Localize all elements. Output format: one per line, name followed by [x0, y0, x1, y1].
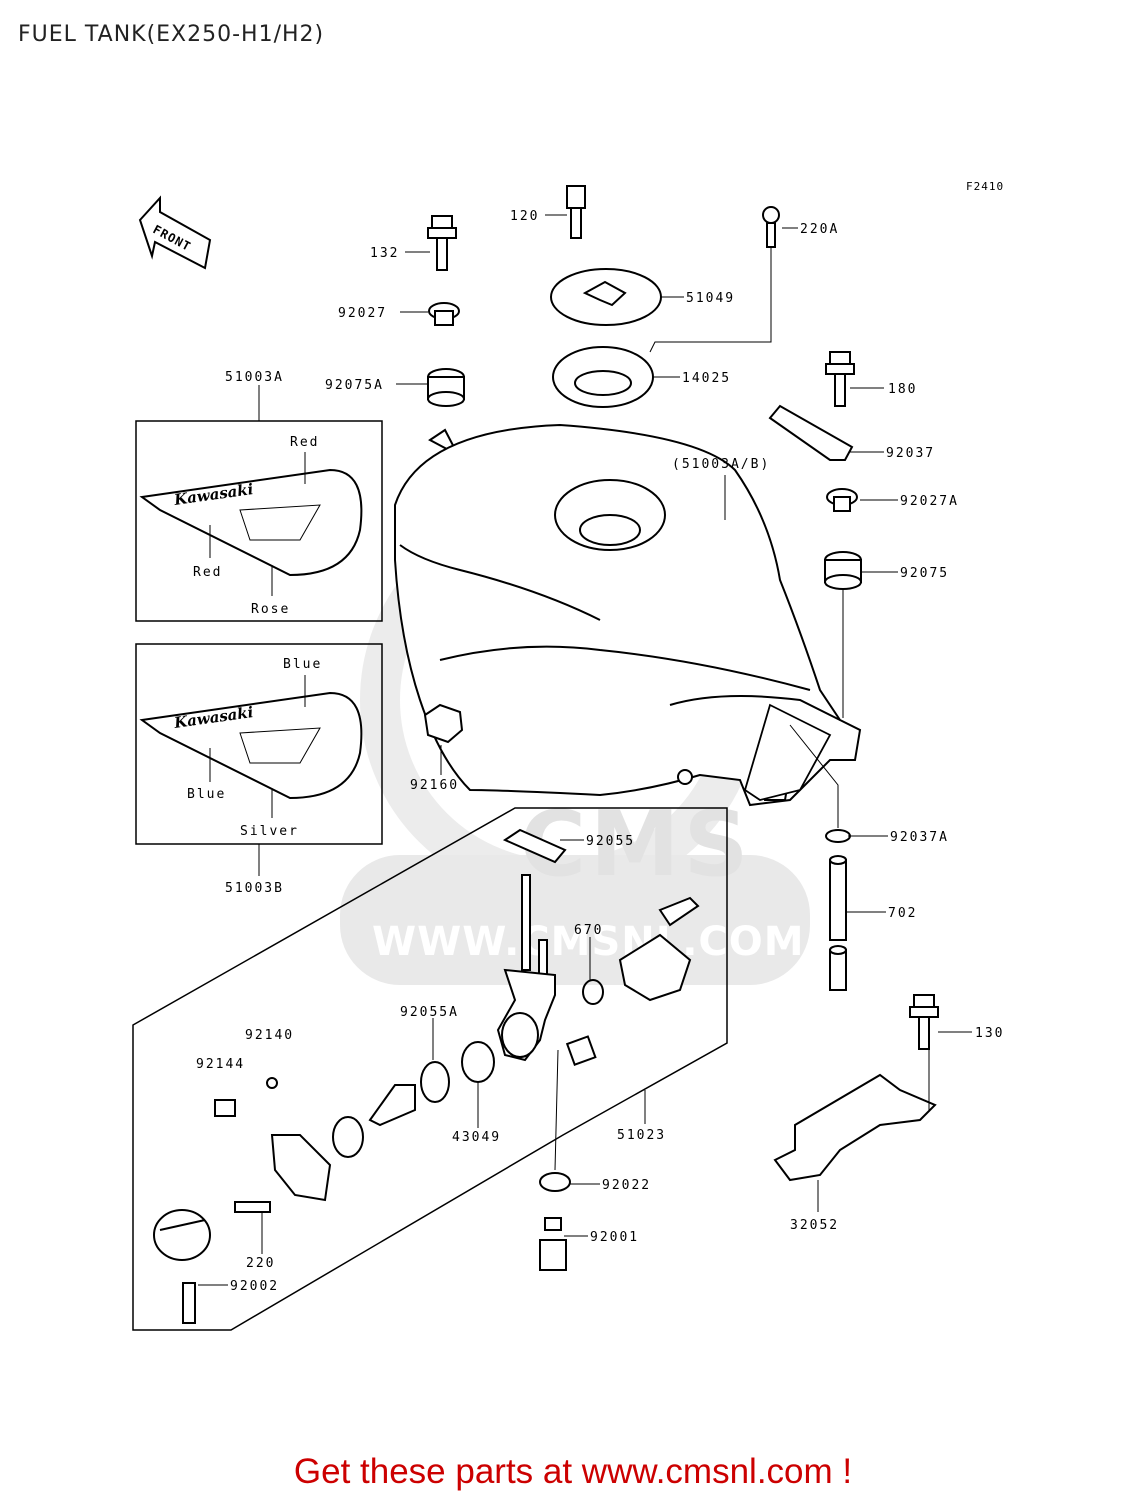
- cta-link[interactable]: Get these parts at www.cmsnl.com !: [293, 1452, 853, 1491]
- bolt-132-icon: [427, 215, 457, 271]
- part-label-51003a: 51003A: [225, 370, 284, 385]
- decal-blue-color-bottom: Silver: [240, 824, 299, 839]
- bolt-180-icon: [825, 351, 855, 407]
- decal-blue-box: Kawasaki Blue Blue Silver: [135, 643, 383, 876]
- part-label-130: 130: [975, 1026, 1004, 1041]
- part-label-92140: 92140: [245, 1028, 294, 1043]
- clip-92037a-icon: [825, 829, 851, 843]
- fuel-tank: [394, 423, 862, 807]
- damper-92075a-icon: [427, 368, 465, 407]
- hose-702-icon: [829, 855, 847, 991]
- fuel-tap-parts: [153, 828, 700, 1324]
- part-label-92022: 92022: [602, 1178, 651, 1193]
- part-label-51003b: 51003B: [225, 881, 284, 896]
- bolt-130-icon: [909, 994, 939, 1050]
- part-label-220: 220: [246, 1256, 275, 1271]
- bracket-32052-icon: [773, 1073, 937, 1182]
- part-label-43049: 43049: [452, 1130, 501, 1145]
- part-label-51049: 51049: [686, 291, 735, 306]
- part-label-702: 702: [888, 906, 917, 921]
- part-label-132: 132: [370, 246, 399, 261]
- strap-92037-icon: [768, 404, 854, 461]
- screw-220a-icon: [762, 206, 780, 248]
- part-label-92075a: 92075A: [325, 378, 384, 393]
- page-title: FUEL TANK(EX250-H1/H2): [18, 22, 325, 47]
- part-label-14025: 14025: [682, 371, 731, 386]
- part-label-51003ab: (51003A/B): [672, 457, 770, 472]
- cap-assembly: [550, 185, 662, 408]
- part-label-92075: 92075: [900, 566, 949, 581]
- tank-bracket: [743, 703, 832, 801]
- front-arrow-icon: FRONT: [138, 195, 212, 270]
- grommet-92027a-icon: [826, 488, 858, 512]
- part-label-92027a: 92027A: [900, 494, 959, 509]
- part-label-92037: 92037: [886, 446, 935, 461]
- decal-blue-color-top: Blue: [283, 657, 322, 672]
- part-label-92160: 92160: [410, 778, 459, 793]
- part-label-92037a: 92037A: [890, 830, 949, 845]
- watermark-logo-text: CMS: [520, 792, 752, 897]
- part-label-92055a: 92055A: [400, 1005, 459, 1020]
- part-label-92027: 92027: [338, 306, 387, 321]
- part-label-92055: 92055: [586, 834, 635, 849]
- decal-blue-color-mid: Blue: [187, 787, 226, 802]
- part-label-220a: 220A: [800, 222, 839, 237]
- part-label-92144: 92144: [196, 1057, 245, 1072]
- part-label-92002: 92002: [230, 1279, 279, 1294]
- watermark-url: WWW.CMSNL.COM: [372, 919, 805, 965]
- figure-id: F2410: [966, 180, 1004, 193]
- decal-red-box: Kawasaki Red Red Rose: [135, 385, 383, 622]
- part-label-120: 120: [510, 209, 539, 224]
- part-label-670: 670: [574, 923, 603, 938]
- part-labels: 120 220A 132 51049 92027 51003A 92075A 1…: [196, 209, 1004, 1294]
- part-label-51023: 51023: [617, 1128, 666, 1143]
- part-label-180: 180: [888, 382, 917, 397]
- decal-red-color-mid: Red: [193, 565, 222, 580]
- damper-92075-icon: [824, 551, 862, 590]
- fuel-tap-box: [132, 807, 728, 1331]
- grommet-92027-icon: [428, 302, 460, 326]
- part-label-32052: 32052: [790, 1218, 839, 1233]
- leader-lines: [198, 214, 972, 1286]
- decal-red-color-bottom: Rose: [251, 602, 290, 617]
- decal-red-color-top: Red: [290, 435, 319, 450]
- bumper-92160-icon: [423, 703, 464, 744]
- part-label-92001: 92001: [590, 1230, 639, 1245]
